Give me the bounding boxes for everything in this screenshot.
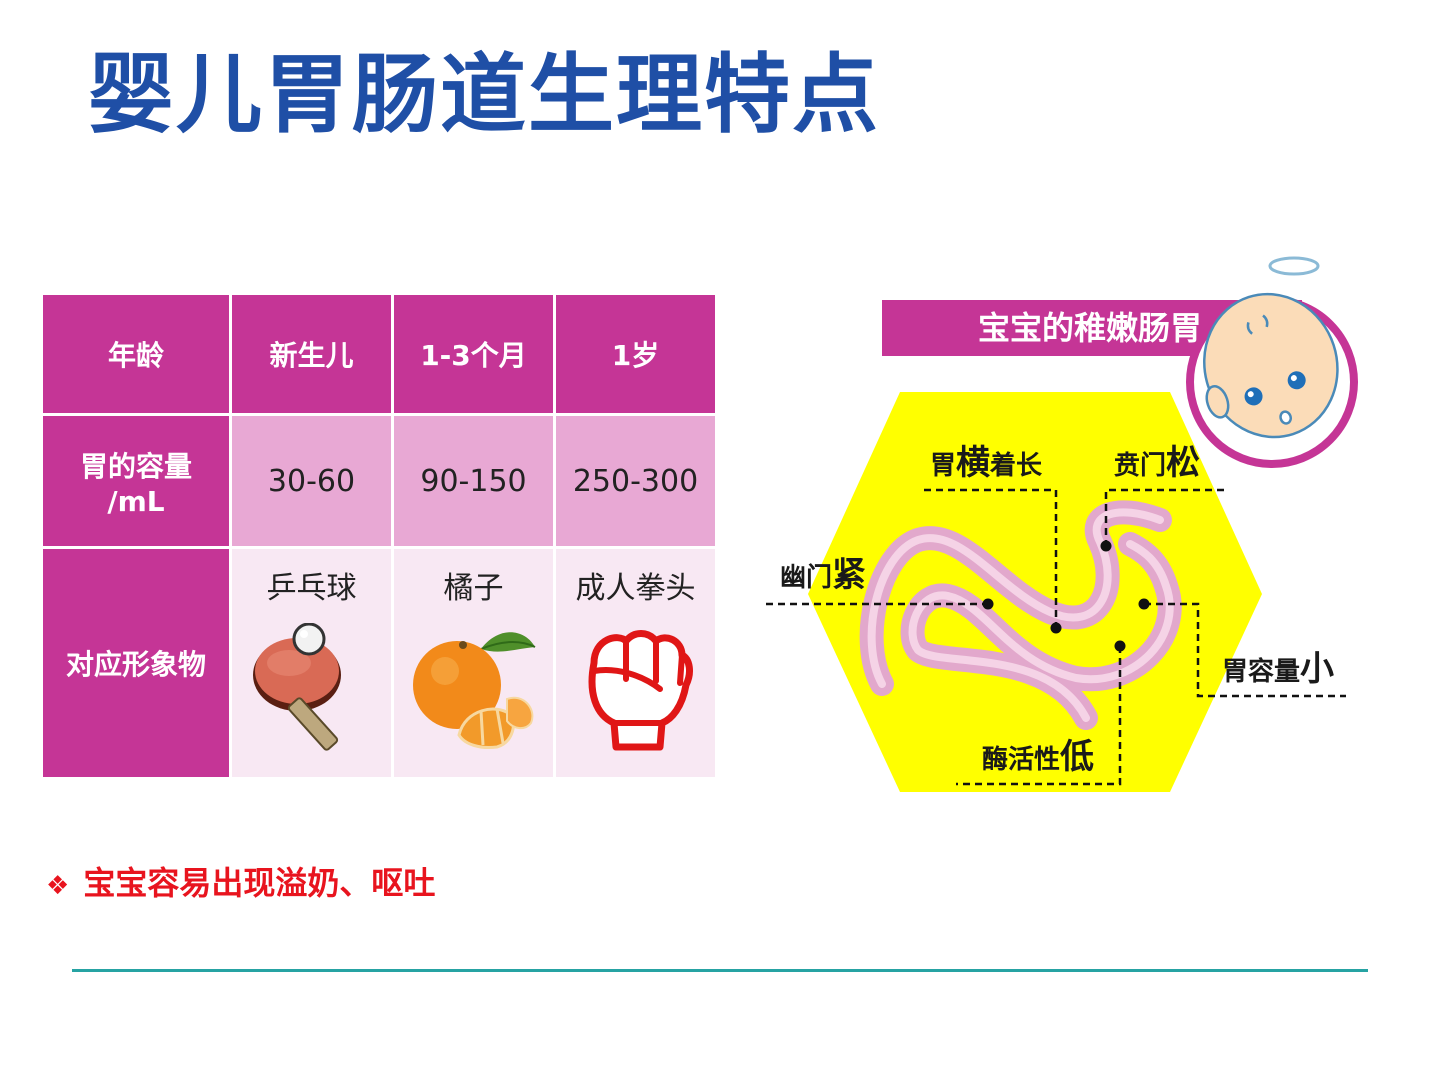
label-capacity: 胃容量小 (1222, 649, 1335, 689)
capacity-label-line1: 胃的容量 (79, 449, 192, 483)
capacity-label: 胃的容量 /mL (43, 416, 229, 546)
stomach-intestine-illustration (859, 500, 1182, 730)
baby-face-icon (1186, 256, 1358, 468)
object-name-fist: 成人拳头 (575, 571, 696, 606)
stomach-capacity-table: 年龄 新生儿 1-3个月 1岁 胃的容量 /mL 30-60 90-150 25… (40, 292, 718, 780)
capacity-1-3-months: 90-150 (394, 416, 553, 546)
label-pylorus: 幽门紧 (780, 555, 867, 595)
capacity-label-line2: /mL (107, 484, 165, 518)
label-enzyme: 酶活性低 (982, 737, 1095, 777)
object-cell-orange: 橘子 (394, 549, 553, 777)
orange-icon (412, 632, 535, 749)
leader-lines (766, 488, 1346, 786)
capacity-1-year: 250-300 (556, 416, 715, 546)
header-newborn: 新生儿 (232, 295, 391, 413)
stomach-diagram (766, 392, 1346, 792)
ping-pong-paddle-icon (252, 623, 341, 751)
object-cell-ping-pong: 乒乓球 (232, 549, 391, 777)
leader-dots (982, 540, 1150, 652)
capacity-newborn: 30-60 (232, 416, 391, 546)
note-text: 宝宝容易出现溢奶、呕吐 (83, 864, 436, 902)
label-stomach-horizontal: 胃横着长 (930, 443, 1043, 483)
label-cardia: 贲门松 (1114, 443, 1201, 483)
table-row: 对应形象物 乒乓球 橘子 (43, 549, 715, 777)
header-age: 年龄 (43, 295, 229, 413)
object-cell-fist: 成人拳头 (556, 549, 715, 777)
fist-icon (588, 630, 693, 751)
table-row: 胃的容量 /mL 30-60 90-150 250-300 (43, 416, 715, 546)
footer-divider (72, 969, 1368, 972)
header-1-3-months: 1-3个月 (394, 295, 553, 413)
note-line: ❖ 宝宝容易出现溢奶、呕吐 (46, 858, 435, 904)
header-1-year: 1岁 (556, 295, 715, 413)
table-header-row: 年龄 新生儿 1-3个月 1岁 (43, 295, 715, 413)
object-name-ping-pong: 乒乓球 (266, 571, 357, 606)
object-name-orange: 橘子 (443, 571, 504, 606)
diamond-bullet-icon: ❖ (46, 871, 70, 901)
page-title: 婴儿胃肠道生理特点 (88, 45, 880, 145)
object-label: 对应形象物 (43, 549, 229, 777)
